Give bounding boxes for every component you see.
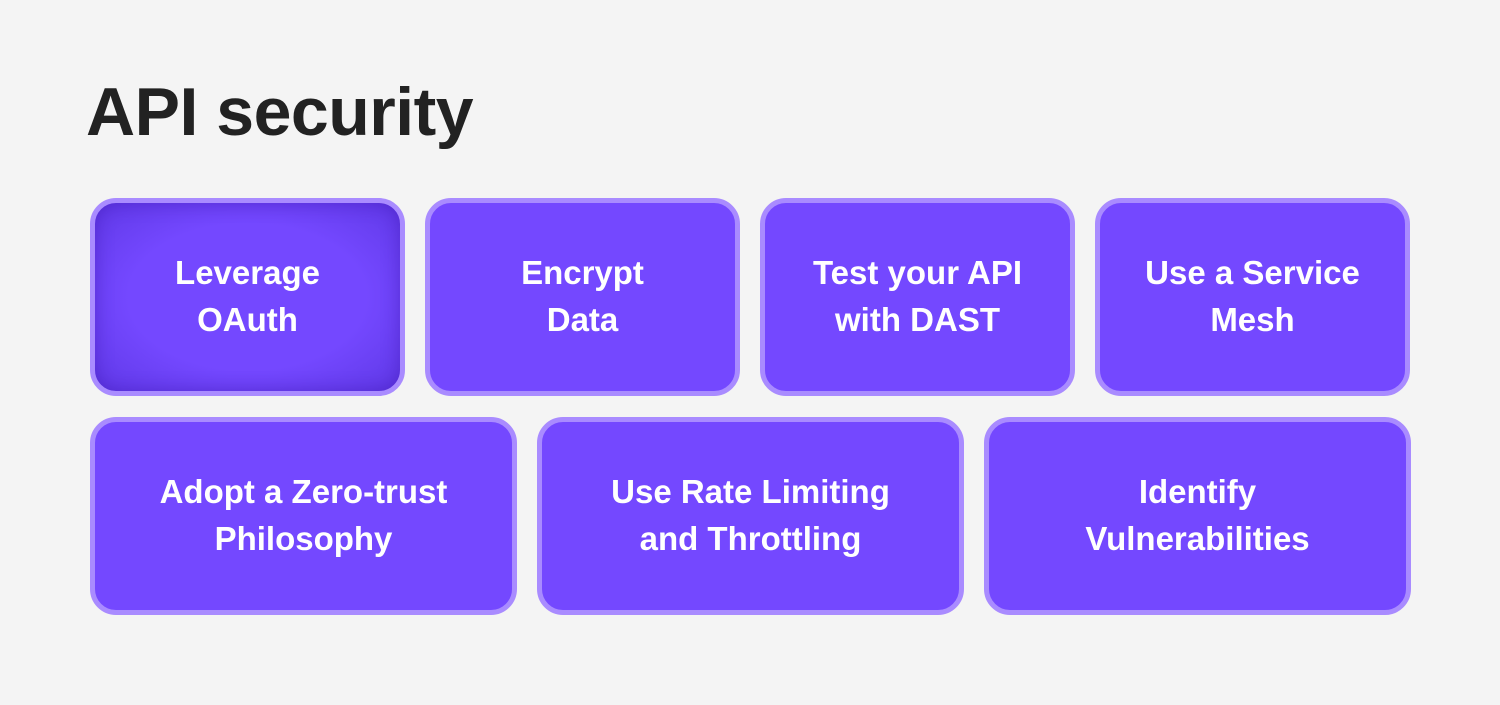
card-identify-vulnerabilities: Identify Vulnerabilities — [984, 417, 1411, 615]
card-label: Test your API with DAST — [812, 254, 1023, 338]
card-adopt-zero-trust: Adopt a Zero-trust Philosophy — [90, 417, 517, 615]
practices-row-2: Adopt a Zero-trust Philosophy Use Rate L… — [90, 417, 1411, 615]
practices-row-1: Leverage OAuth Encrypt Data Test your AP… — [90, 198, 1410, 396]
card-label: Leverage OAuth — [175, 254, 320, 338]
card-label: Encrypt Data — [521, 254, 644, 338]
card-label: Use a Service Mesh — [1145, 254, 1360, 338]
page-title: API security — [86, 74, 474, 150]
card-encrypt-data: Encrypt Data — [425, 198, 740, 396]
card-test-api-with-dast: Test your API with DAST — [760, 198, 1075, 396]
card-label: Identify Vulnerabilities — [1085, 473, 1310, 557]
card-label: Adopt a Zero-trust Philosophy — [159, 473, 448, 557]
card-rate-limiting-throttling: Use Rate Limiting and Throttling — [537, 417, 964, 615]
card-use-service-mesh: Use a Service Mesh — [1095, 198, 1410, 396]
card-label: Use Rate Limiting and Throttling — [611, 473, 890, 557]
card-leverage-oauth: Leverage OAuth — [90, 198, 405, 396]
